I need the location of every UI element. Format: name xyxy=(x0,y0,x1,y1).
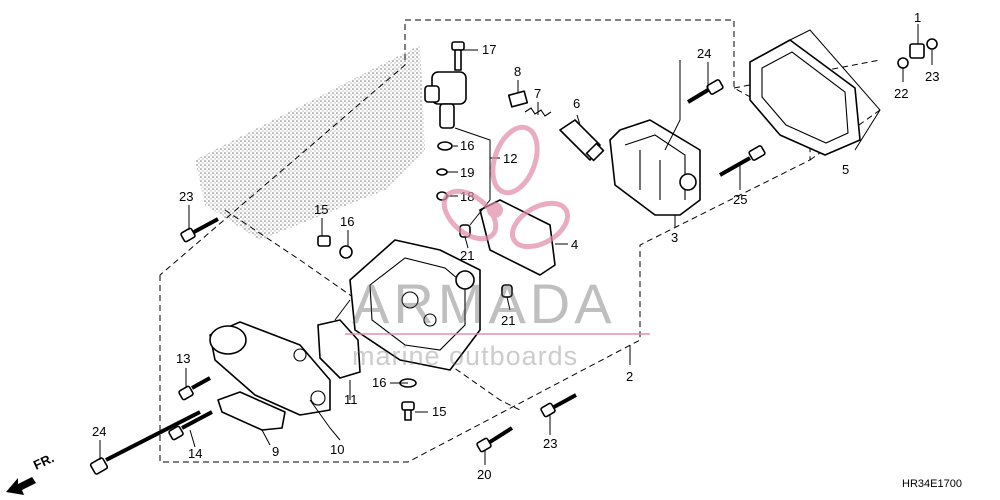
watermark-brand: ARMADA xyxy=(352,272,616,335)
callout-7: 7 xyxy=(534,86,541,101)
callout-13: 13 xyxy=(176,351,190,366)
callout-22: 17 xyxy=(482,42,496,57)
part-20-o-ring xyxy=(437,141,453,151)
callout-23-bottom: 20 xyxy=(477,467,491,482)
callout-17-right: 23 xyxy=(925,69,939,84)
callout-21-bottom: 21 xyxy=(501,313,515,328)
callout-16-top: 16 xyxy=(340,214,354,229)
part-12-solenoid xyxy=(424,71,467,129)
bolt-15-bottom xyxy=(401,401,415,421)
part-1-plug xyxy=(909,43,925,59)
bolt-23-left xyxy=(180,217,219,243)
part-9-bracket xyxy=(217,391,286,431)
part-3-valve-cover xyxy=(609,119,701,216)
callout-1: 1 xyxy=(914,10,921,25)
assembly-frame-outer xyxy=(159,19,811,463)
callout-11: 11 xyxy=(344,392,358,407)
callout-3: 3 xyxy=(671,230,678,245)
watermark-tagline: marine outboards xyxy=(352,341,578,371)
leader-lines xyxy=(99,24,933,465)
part-10-solenoid-assembly xyxy=(209,321,331,416)
bolt-24-top xyxy=(686,79,724,104)
callout-24-top: 24 xyxy=(697,46,711,61)
part-5-gasket xyxy=(749,39,861,156)
callout-2: 2 xyxy=(626,369,633,384)
callout-9: 9 xyxy=(272,444,279,459)
callout-4: 4 xyxy=(571,237,578,252)
callout-15-bottom: 15 xyxy=(432,404,446,419)
callout-20: 16 xyxy=(460,138,474,153)
direction-label: FR. xyxy=(31,450,56,472)
callout-23-center: 23 xyxy=(543,436,557,451)
part-4-plate xyxy=(479,199,556,276)
callout-15-top: 15 xyxy=(314,202,328,217)
assembly-frame-inner xyxy=(224,209,521,411)
part-19-washer xyxy=(436,168,448,176)
part-17-washer-right xyxy=(926,38,938,50)
part-15-plug-top xyxy=(317,235,331,247)
bolt-23-center xyxy=(540,393,577,418)
part-16-washer-top xyxy=(339,245,353,259)
part-17-washer-left xyxy=(897,57,909,69)
callout-6: 6 xyxy=(573,96,580,111)
bolt-22 xyxy=(451,41,465,71)
callout-19: 19 xyxy=(460,165,474,180)
part-6-spool-valve xyxy=(559,119,605,162)
callout-12: 12 xyxy=(503,151,517,166)
callout-10: 10 xyxy=(330,442,344,457)
bolt-14 xyxy=(168,410,213,441)
callout-21-top: 21 xyxy=(460,248,474,263)
part-2-valve-body xyxy=(349,239,481,371)
callout-17-left: 22 xyxy=(894,86,908,101)
front-direction-arrow: FR. xyxy=(6,450,56,495)
callout-25: 24 xyxy=(92,424,106,439)
callout-16-bottom: 16 xyxy=(372,375,386,390)
bolt-25 xyxy=(89,410,201,475)
bolt-13 xyxy=(178,376,211,401)
part-8-clip xyxy=(507,90,529,108)
reference-code: HR34E1700 xyxy=(902,478,962,490)
engine-shading xyxy=(195,45,425,240)
callout-14: 14 xyxy=(188,446,202,461)
bolt-23-bottom xyxy=(476,426,514,453)
callout-24-right: 25 xyxy=(733,192,747,207)
callout-5: 5 xyxy=(842,162,849,177)
bolt-24-right xyxy=(719,145,766,177)
callout-labels: 17 16 19 18 12 21 21 4 6 7 8 24 3 5 1 22… xyxy=(92,10,939,482)
callout-23-left: 23 xyxy=(179,189,193,204)
watermark-logo: ARMADA marine outboards xyxy=(345,124,650,371)
callout-8: 8 xyxy=(514,64,521,79)
